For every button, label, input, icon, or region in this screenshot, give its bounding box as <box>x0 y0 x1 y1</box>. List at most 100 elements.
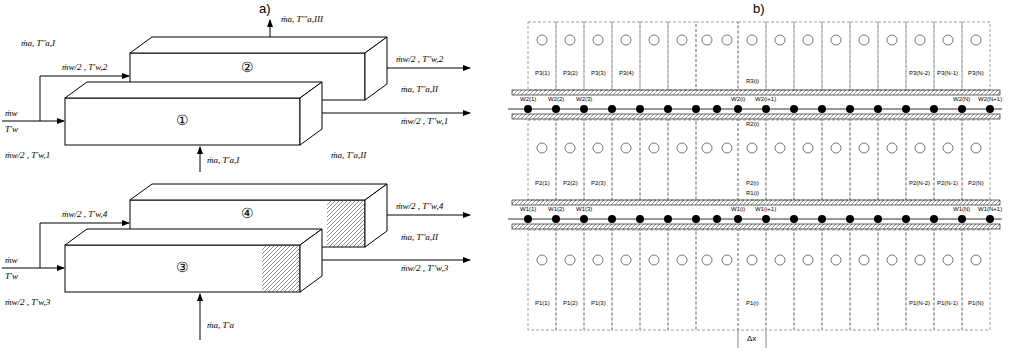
node-dot <box>713 215 721 223</box>
node-dot <box>664 215 672 223</box>
tube-circle <box>565 255 575 265</box>
grid-cell <box>906 230 934 330</box>
grid-cell <box>878 120 906 200</box>
cell-label: P2(N) <box>967 180 985 187</box>
node-dot <box>818 215 826 223</box>
node-dot <box>608 215 616 223</box>
tube-circle <box>722 143 732 153</box>
tube-circle <box>775 255 785 265</box>
tube-circle <box>677 255 687 265</box>
dimension-tick <box>738 330 739 348</box>
node-label: W1(3) <box>575 206 593 213</box>
grid-cell <box>640 22 668 90</box>
flow-label: ṁa, T'a,I <box>206 155 240 165</box>
cell-label: P1(N-2) <box>908 300 931 307</box>
cell-label: P3(2) <box>562 70 579 77</box>
node-dot <box>713 105 721 113</box>
flow-label: ṁw/2 , T''w,1 <box>400 116 449 126</box>
grid-cell <box>528 120 556 200</box>
grid-cell <box>556 120 584 200</box>
grid-cell <box>934 22 962 90</box>
tube-circle <box>649 143 659 153</box>
cell-label: P2(2) <box>562 180 579 187</box>
node-dot <box>902 215 910 223</box>
box-front <box>65 98 300 145</box>
flow-label: ṁw/2 , T''w,3 <box>400 263 449 273</box>
box-side <box>300 82 322 145</box>
node-label: W1(N) <box>952 206 971 213</box>
tube-circle <box>747 255 757 265</box>
node-dot <box>734 105 742 113</box>
grid-cell <box>962 120 990 200</box>
tube-circle <box>859 255 869 265</box>
cell-label: P1(2) <box>562 300 579 307</box>
callout-number: ③ <box>176 261 189 275</box>
node-label: W2(N+1) <box>977 96 1003 103</box>
tube-circle <box>887 255 897 265</box>
tube-circle <box>775 35 785 45</box>
tube-circle <box>859 143 869 153</box>
water-inlet <box>2 121 64 122</box>
tube-circle <box>943 35 953 45</box>
grid-cell <box>668 22 696 90</box>
tube-circle <box>702 143 712 153</box>
tube-circle <box>887 143 897 153</box>
grid-cell <box>528 22 556 90</box>
grid-cell <box>850 230 878 330</box>
cell-label: P3(4) <box>618 70 635 77</box>
box-top <box>65 229 322 245</box>
grid-cell <box>696 22 738 90</box>
tube-circle <box>831 35 841 45</box>
tube-circle <box>803 143 813 153</box>
node-label: W1(N+1) <box>977 206 1003 213</box>
flow-label: ṁw/2 , T'w,2 <box>61 62 108 72</box>
water-outlet <box>322 260 470 261</box>
tube-circle <box>649 35 659 45</box>
node-dot <box>552 215 560 223</box>
tube-circle <box>775 143 785 153</box>
cell-label: P1(1) <box>534 300 551 307</box>
flow-label: ṁa, T''a,I <box>20 38 56 48</box>
tube-circle <box>593 35 603 45</box>
grid-cell <box>822 22 850 90</box>
tube-circle <box>915 35 925 45</box>
node-label: W1(i) <box>730 206 746 213</box>
tube-circle <box>593 255 603 265</box>
box-top <box>130 184 387 200</box>
wall-band <box>512 114 1000 119</box>
node-dot <box>762 215 770 223</box>
cell-label: P1(N-1) <box>936 300 959 307</box>
cell-label: P3(3) <box>590 70 607 77</box>
node-dot <box>874 105 882 113</box>
water-outlet <box>387 68 470 69</box>
box-number: ① <box>174 112 191 130</box>
cell-label: P3(1) <box>534 70 551 77</box>
grid-cell <box>738 120 766 200</box>
tube-circle <box>621 143 631 153</box>
grid-cell <box>696 230 738 330</box>
node-dot <box>902 105 910 113</box>
grid-cell <box>934 120 962 200</box>
node-dot <box>692 105 700 113</box>
grid-cell <box>668 230 696 330</box>
node-dot <box>958 105 966 113</box>
dimension-label: Δx <box>746 334 757 343</box>
node-label: W1(2) <box>547 206 565 213</box>
tube-circle <box>722 255 732 265</box>
cell-label: P1(3) <box>590 300 607 307</box>
flow-label: ṁw/2 , T'w,3 <box>4 297 51 307</box>
node-dot <box>552 105 560 113</box>
node-dot <box>580 105 588 113</box>
node-label: W2(N) <box>952 96 971 103</box>
node-label: W2(1) <box>519 96 537 103</box>
tube-circle <box>537 35 547 45</box>
flow-label: ṁw/2 , T'w,4 <box>61 209 108 219</box>
grid-cell <box>640 230 668 330</box>
node-label: W2(3) <box>575 96 593 103</box>
grid-cell <box>612 22 640 90</box>
node-dot <box>762 105 770 113</box>
grid-cell <box>738 22 766 90</box>
grid-cell <box>794 120 822 200</box>
node-dot <box>734 215 742 223</box>
